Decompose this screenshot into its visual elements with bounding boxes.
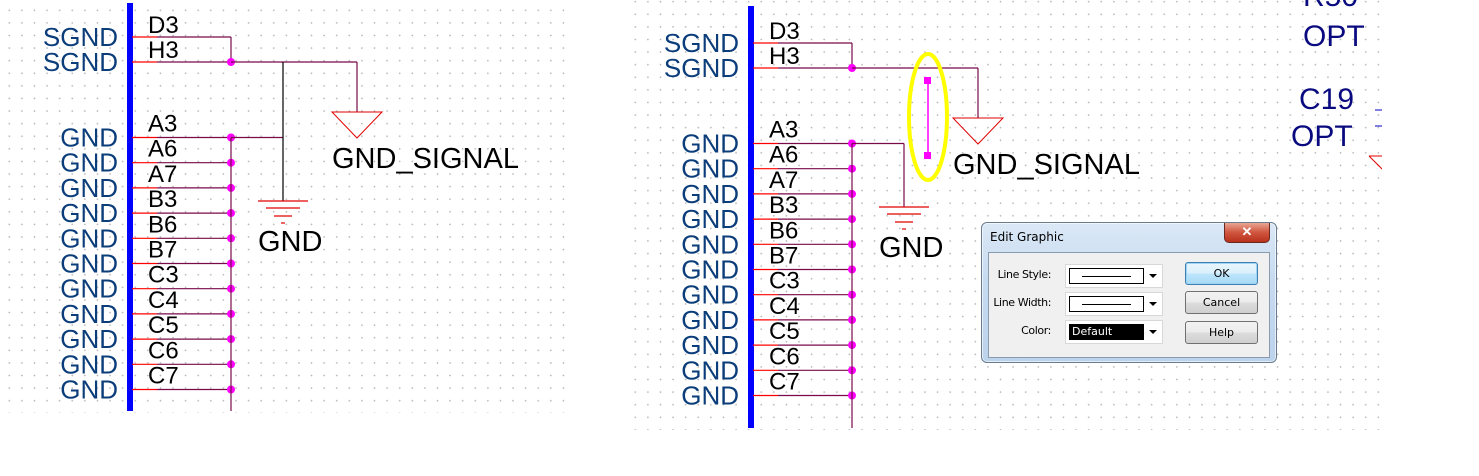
net-label-sgnd: SGND: [664, 53, 739, 83]
line-style-select[interactable]: [1065, 264, 1163, 288]
pin-label-b7: B7: [769, 243, 798, 270]
help-button[interactable]: Help: [1185, 321, 1258, 344]
gnd-signal-label: GND_SIGNAL: [332, 143, 519, 175]
signal-ground-symbol[interactable]: [330, 111, 384, 139]
ok-button[interactable]: OK: [1185, 262, 1258, 285]
chevron-down-icon[interactable]: [1149, 302, 1157, 306]
thin-line-icon: [1082, 304, 1131, 305]
net-label-gnd: GND: [681, 229, 739, 259]
pin-label-c6: C6: [769, 343, 800, 370]
chevron-down-icon[interactable]: [1149, 330, 1157, 334]
pin-label-b6: B6: [769, 217, 798, 244]
color-value: Default: [1069, 324, 1144, 340]
pin-label-a7: A7: [148, 161, 177, 188]
net-label-gnd: GND: [60, 148, 118, 178]
gnd-label: GND: [879, 232, 943, 264]
net-label-gnd: GND: [60, 324, 118, 354]
color-label: Color:: [1021, 324, 1051, 337]
net-label-gnd: GND: [60, 299, 118, 329]
net-label-gnd: GND: [681, 255, 739, 285]
ref-designator-label: R50: [1303, 0, 1358, 13]
pin-label-b3: B3: [148, 186, 177, 213]
grid: [0, 0, 573, 413]
pin-label-a6: A6: [769, 142, 798, 169]
net-label-gnd: GND: [60, 274, 118, 304]
pin-label-d3: D3: [148, 12, 179, 39]
pin-label-c7: C7: [769, 369, 800, 396]
pin-label-h3: H3: [769, 43, 800, 70]
net-label-gnd: GND: [681, 129, 739, 159]
close-icon: ✕: [1241, 224, 1253, 239]
net-label-gnd: GND: [681, 204, 739, 234]
selection-handle[interactable]: [924, 152, 931, 159]
line-style-preview: [1069, 268, 1144, 284]
pin-label-c4: C4: [769, 293, 800, 320]
ground-symbol-partial: [1368, 155, 1382, 170]
component-bus-bar[interactable]: [748, 6, 754, 428]
solid-line-icon: [1082, 276, 1131, 277]
line-width-preview: [1069, 296, 1144, 312]
color-select[interactable]: Default: [1065, 320, 1163, 344]
pin-label-c7: C7: [148, 363, 179, 390]
net-label-sgnd: SGND: [664, 28, 739, 58]
chevron-down-icon[interactable]: [1149, 274, 1157, 278]
pin-label-a6: A6: [148, 136, 177, 163]
line-width-select[interactable]: [1065, 292, 1163, 316]
net-label-sgnd: SGND: [43, 22, 118, 52]
pin-label-c5: C5: [769, 318, 800, 345]
pin-label-a7: A7: [769, 167, 798, 194]
pin-label-c5: C5: [148, 312, 179, 339]
pin-label-c6: C6: [148, 337, 179, 364]
cancel-button[interactable]: Cancel: [1185, 291, 1258, 314]
pin-label-c3: C3: [769, 268, 800, 295]
net-label-gnd: GND: [60, 173, 118, 203]
pin-label-h3: H3: [148, 37, 179, 64]
net-label-sgnd: SGND: [43, 47, 118, 77]
pin-label-b6: B6: [148, 211, 177, 238]
pin-label-b3: B3: [769, 192, 798, 219]
net-label-gnd: GND: [681, 154, 739, 184]
net-label-gnd: GND: [681, 330, 739, 360]
edit-graphic-dialog: Edit Graphic ✕ Line Style: Line Width: C…: [981, 222, 1277, 363]
signal-ground-symbol[interactable]: [951, 117, 1005, 145]
dialog-body: Line Style: Line Width: Color: Default O…: [988, 252, 1270, 358]
net-label-gnd: GND: [681, 179, 739, 209]
net-label-gnd: GND: [60, 249, 118, 279]
pin-label-d3: D3: [769, 18, 800, 45]
pin-label-c4: C4: [148, 287, 179, 314]
net-label-gnd: GND: [60, 375, 118, 405]
net-label-gnd: GND: [60, 223, 118, 253]
net-label-gnd: GND: [681, 305, 739, 335]
pin-label-b7: B7: [148, 237, 177, 264]
net-label-gnd: GND: [681, 355, 739, 385]
net-label-gnd: GND: [681, 381, 739, 411]
line-style-label: Line Style:: [997, 268, 1052, 281]
gnd-label: GND: [258, 226, 322, 258]
close-button[interactable]: ✕: [1224, 223, 1270, 243]
component-bus-bar[interactable]: [127, 3, 133, 411]
selection-highlight-ellipse: [907, 52, 949, 182]
dialog-title: Edit Graphic: [990, 230, 1064, 244]
gnd-signal-label: GND_SIGNAL: [953, 149, 1140, 181]
selection-handle[interactable]: [924, 77, 931, 84]
net-label-gnd: GND: [60, 349, 118, 379]
pin-label-c3: C3: [148, 262, 179, 289]
net-label-gnd: GND: [60, 123, 118, 153]
ref-designator-label: C19: [1299, 83, 1354, 116]
ref-value-label: OPT: [1291, 120, 1353, 153]
net-label-gnd: GND: [60, 198, 118, 228]
pin-label-a3: A3: [769, 117, 798, 144]
pin-label-a3: A3: [148, 111, 177, 138]
line-width-label: Line Width:: [993, 296, 1051, 309]
net-label-gnd: GND: [681, 280, 739, 310]
ref-value-label: OPT: [1303, 20, 1365, 53]
